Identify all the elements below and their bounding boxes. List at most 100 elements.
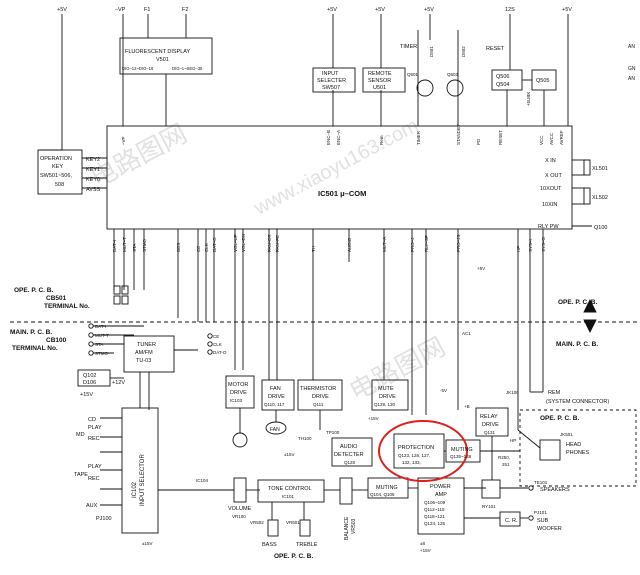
label-q504: Q504	[496, 82, 509, 88]
label-ry101: RY101	[482, 504, 496, 509]
fan-drive-box	[261, 379, 295, 411]
power-amp-line1: POWER	[430, 484, 451, 490]
label-q501: Q501	[407, 72, 419, 77]
pin-xin: X IN	[545, 158, 556, 164]
cut-label-2: GN	[628, 66, 636, 72]
label-vr100: VR100	[232, 514, 246, 519]
label-d106: D106	[83, 380, 96, 386]
motor-line2: DRIVE	[230, 390, 247, 396]
ic-bottom-pin-ce: CE	[196, 246, 201, 252]
balance-vr	[339, 477, 353, 505]
ic-top-pin-pd: PD	[476, 138, 481, 145]
protection-line2: Q123, 126, 127,	[398, 453, 430, 458]
motor-line3: IC103	[230, 398, 243, 403]
label-pm15v: ±15V	[284, 452, 294, 457]
label-ic104: IC104	[196, 478, 209, 483]
cb-stmo: STMO	[95, 351, 108, 356]
main-pcb-right: MAIN. P. C. B.	[556, 341, 598, 348]
headphone-jack	[539, 439, 561, 461]
label-jk501: JK501	[560, 432, 573, 437]
label-plus12v: +12V	[112, 380, 125, 386]
cb100-label: CB100	[46, 337, 67, 344]
pin-10xin: 10XIN	[542, 202, 557, 208]
label-d502: D502	[461, 46, 466, 57]
label-xl502: XL502	[592, 195, 608, 201]
src-md-rec: REC	[88, 436, 100, 442]
cb-sta: STA	[95, 342, 103, 347]
label-minus5v: -5V	[440, 388, 447, 393]
label-dato: DAT-O	[213, 350, 227, 355]
label-12s: 12S	[505, 7, 515, 13]
thermistor-line2: DRIVE	[312, 394, 329, 400]
headphones-line1: HEAD	[566, 442, 581, 448]
mute-line1: MUTE	[378, 386, 394, 392]
pin-key1: KEY1	[86, 167, 100, 173]
fan-line3: Q110, 117	[264, 402, 285, 407]
ic-top-pin-rem: Rem	[379, 135, 384, 145]
label-r251: 251	[502, 462, 510, 467]
label-clk: CLK	[213, 342, 222, 347]
label-fan: FAN	[270, 427, 280, 433]
ic-bottom-pin-dat-o: DAT–O	[212, 237, 217, 252]
power-amp-line3: Q106~109	[424, 500, 446, 505]
tone-line1: TONE CONTROL	[268, 486, 312, 492]
label-ce: CE	[213, 334, 219, 339]
label-r250: R250,	[498, 455, 510, 460]
cb-dati: DAT-I	[95, 324, 106, 329]
muting-a-line2: Q135~138	[450, 454, 472, 459]
label-pj101: PJ101	[534, 510, 547, 515]
ic-bottom-pin-pro-j: PRO–J	[410, 237, 415, 252]
ic-top-pin--vp: –VP	[121, 136, 126, 145]
watermark-cn-1: 电路图网	[86, 118, 192, 193]
label-q503: Q503	[447, 72, 459, 77]
label-f2: F2	[182, 7, 188, 13]
label-plus5v-b: +5V	[477, 266, 485, 271]
label-pm15v-bottom: ±15V	[142, 541, 152, 546]
src-tape-play: PLAY	[88, 464, 102, 470]
ic-bottom-pin-sys-o: SYS–O	[541, 236, 546, 252]
src-md: MD	[76, 432, 85, 438]
ope-pcb-right: OPE. P. C. B.	[558, 299, 597, 306]
ic-bottom-pin-mut-a: MUT–A	[382, 237, 387, 252]
label-plus15vb: +15V	[368, 416, 379, 421]
ic-bottom-pin-dat-i: DAT–I	[112, 240, 117, 252]
pin-xout: X OUT	[545, 173, 562, 179]
label-plus8: +B	[464, 404, 470, 409]
balance-line1: BALANCE	[344, 516, 350, 540]
label-plus5v-1: +5V	[57, 7, 67, 13]
power-amp-line2: AMP	[435, 492, 447, 498]
dig-left: DIG–12~DIG–16	[122, 66, 154, 71]
muting-b-line2: Q104, Q105	[370, 492, 395, 497]
label-s8: ±8	[420, 541, 425, 546]
label-q505: Q505	[536, 78, 549, 84]
audio-det-line3: Q128	[344, 460, 356, 465]
ic-top-pin-timer: TIMER	[416, 130, 421, 145]
ic-bottom-pin-sta: STA	[132, 244, 137, 252]
power-amp-line4: Q112~115	[424, 507, 445, 512]
input-sel-ref: IC102	[132, 481, 138, 498]
ic-bottom-pin-audio: AUDIO	[347, 237, 352, 252]
pin-rlypw: RLY PW	[538, 224, 559, 230]
display-ref: V501	[156, 57, 169, 63]
remote-sensor-box	[362, 67, 406, 93]
label-plus5v-2: +5V	[327, 7, 337, 13]
muting-a-line1: MUTING	[451, 447, 473, 453]
label-hp: HP	[510, 438, 516, 443]
remote-sensor-line3: U501	[373, 85, 386, 91]
operation-key-box	[37, 149, 83, 195]
cr-box	[499, 511, 521, 527]
label-minus-vp: –VP	[115, 7, 126, 13]
label-cr: C. R.	[505, 518, 518, 524]
ic-bottom-pin-des: DES	[176, 243, 181, 252]
input-sel-label: INPUT SELECTOR	[140, 454, 146, 506]
audio-detecter-box	[331, 437, 373, 467]
tuner-line1: TUNER	[137, 342, 156, 348]
ic-bottom-pin-rly-sp: RLY–SP	[424, 235, 429, 252]
ope-pcb-label: OPE. P. C. B.	[14, 287, 53, 294]
relay-line3: Q131	[484, 430, 496, 435]
input-selecter-line3: SW507	[322, 85, 340, 91]
label-d501: D501	[429, 46, 434, 57]
label-plus15v: +15V	[80, 392, 93, 398]
ic-top-pin-avref: AVREF	[559, 130, 564, 145]
